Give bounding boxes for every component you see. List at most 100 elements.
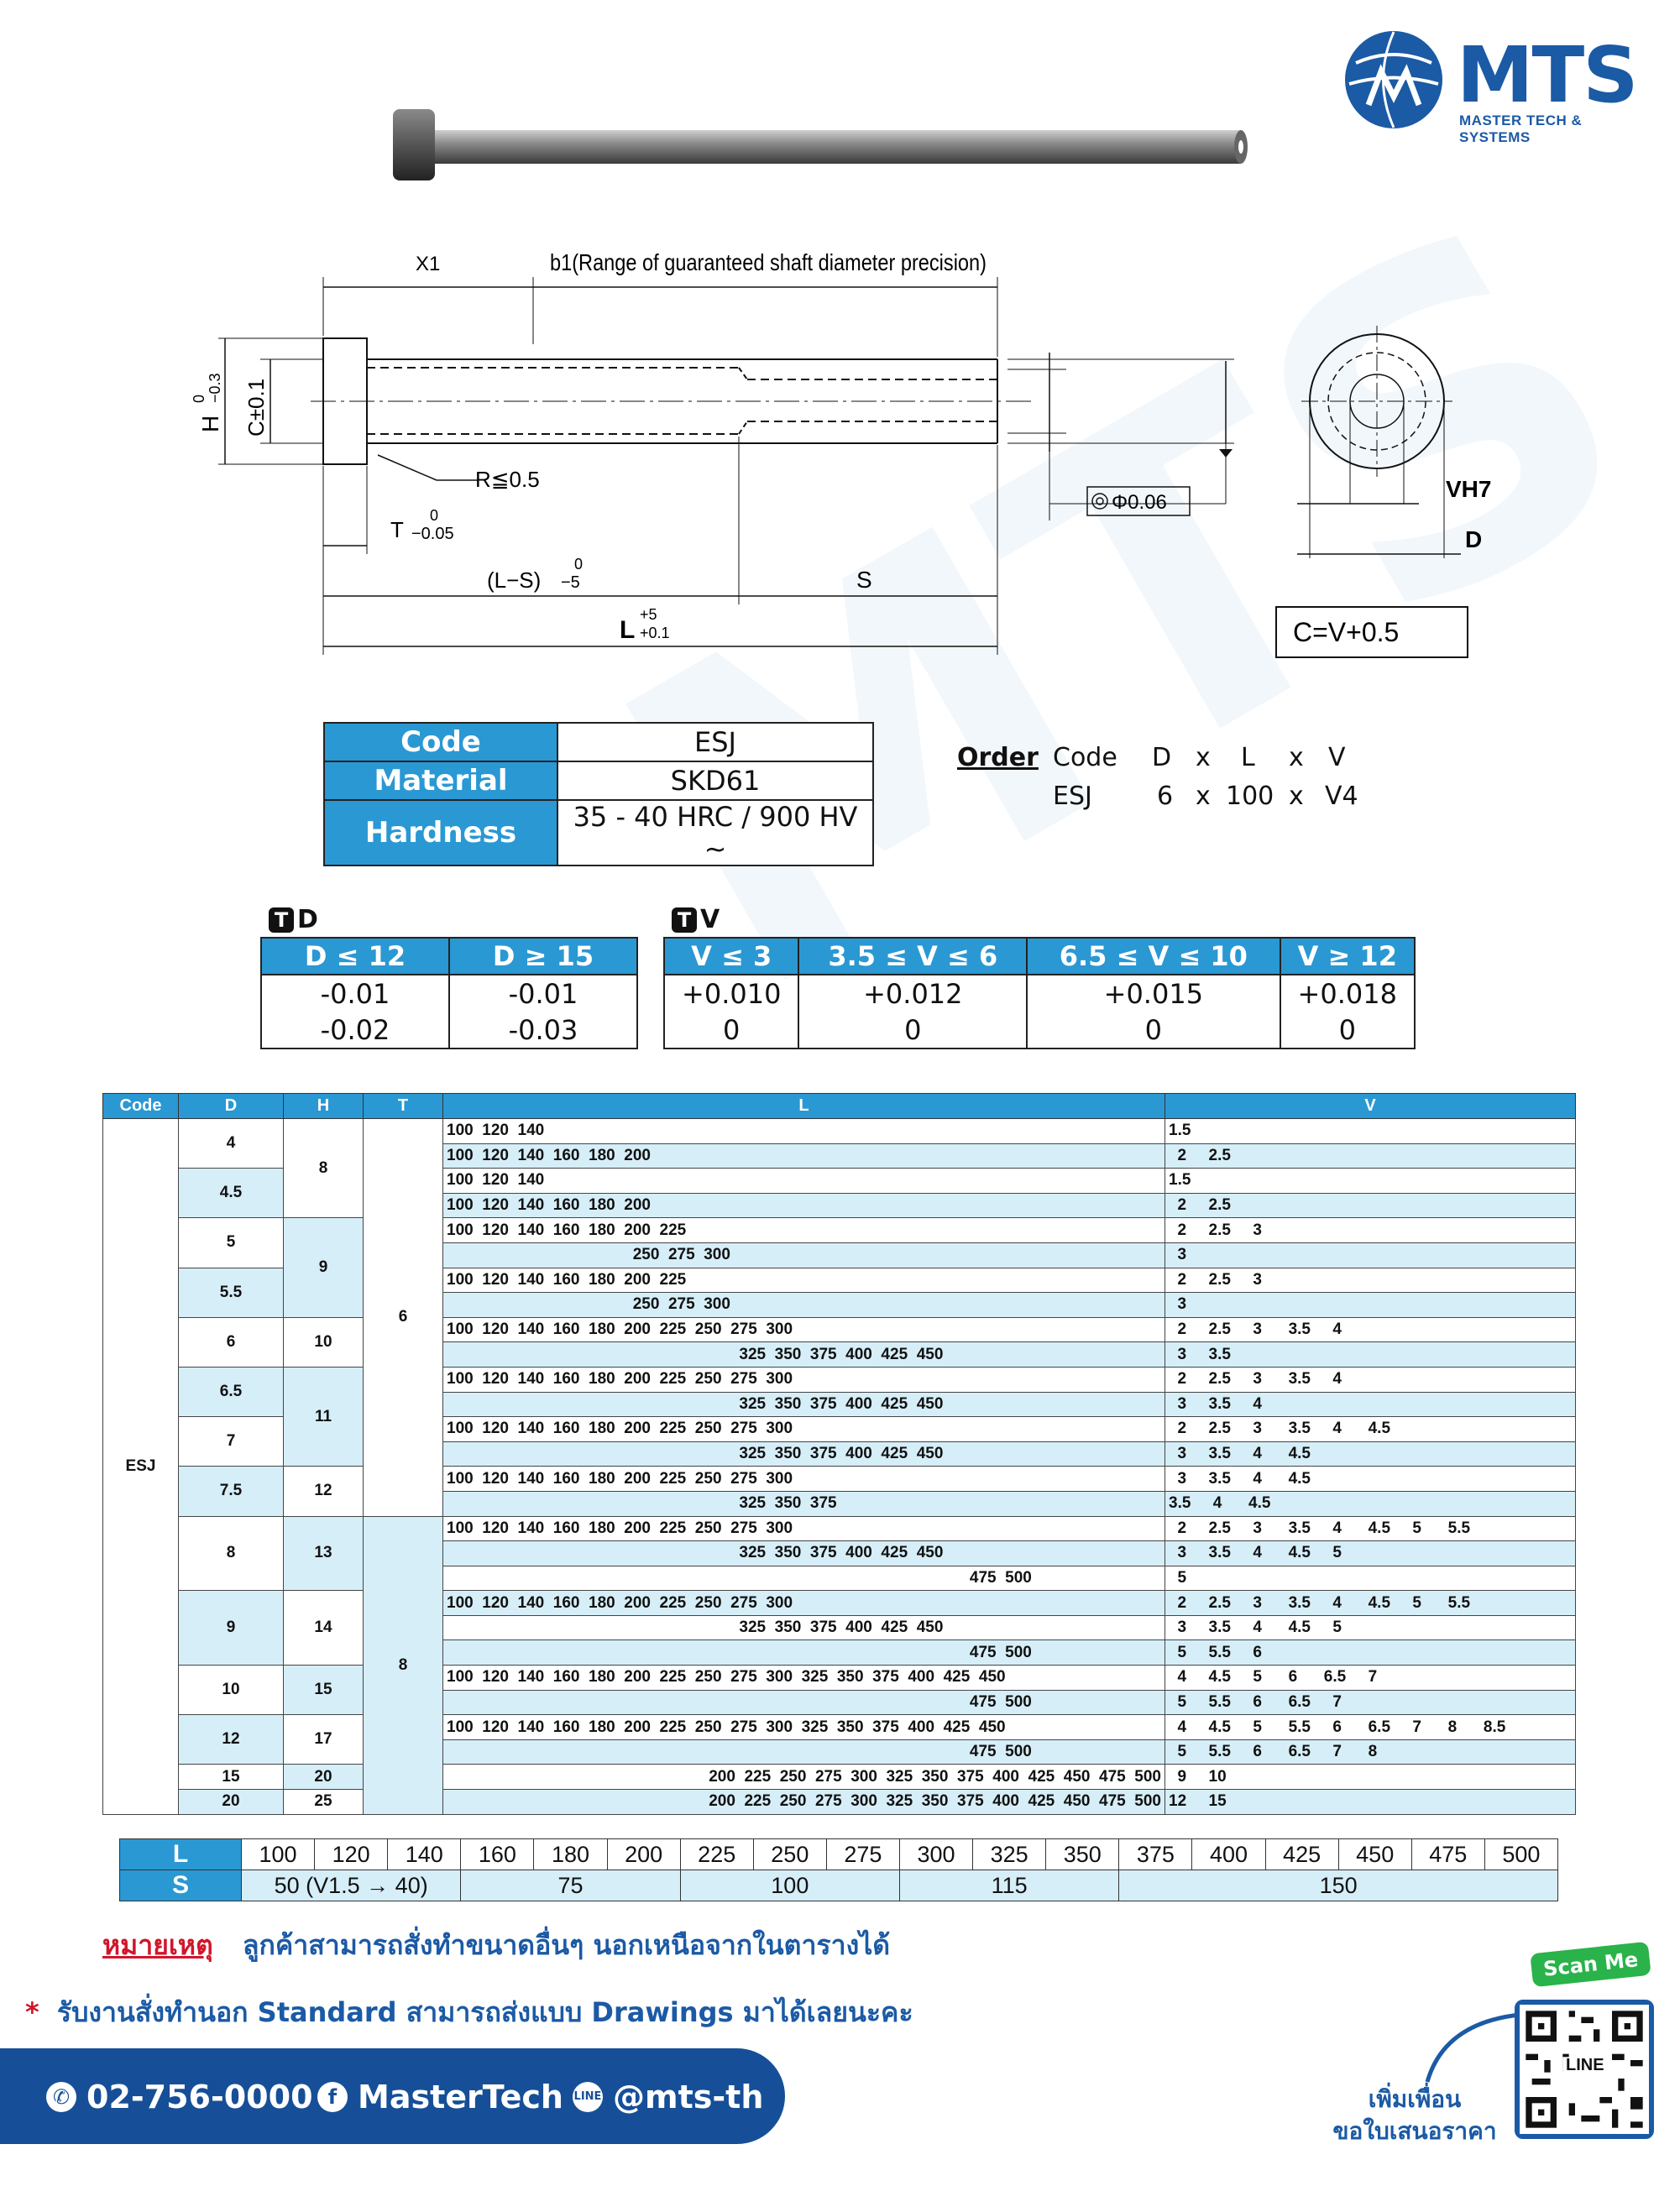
col-header-d: D <box>178 1093 284 1119</box>
line-icon: LINE <box>573 2082 603 2112</box>
tol-v-header: 6.5 ≤ V ≤ 10 <box>1026 937 1281 975</box>
l-cell: 325 350 375 <box>442 1490 1165 1517</box>
d-cell: 4.5 <box>178 1168 284 1219</box>
l-cell: 100 120 140 160 180 200 225 250 275 300 <box>442 1466 1165 1492</box>
d-cell: 10 <box>178 1665 284 1716</box>
order-h-x2: x <box>1289 743 1304 772</box>
h-cell: 15 <box>283 1665 364 1716</box>
scan-me-badge: Scan Me <box>1530 1941 1652 1988</box>
s-value: 100 <box>679 1870 900 1901</box>
v-cell: 3 <box>1164 1242 1576 1268</box>
d-cell: 6 <box>178 1316 284 1368</box>
l-label: L <box>620 616 635 644</box>
b1-label: b1(Range of guaranteed shaft diameter pr… <box>550 249 987 275</box>
logo-name: MTS <box>1457 30 1639 120</box>
order-h-l: L <box>1241 743 1255 772</box>
facebook-contact[interactable]: f MasterTech <box>317 2079 563 2115</box>
note-text: ลูกค้าสามารถสั่งทำขนาดอื่นๆ นอกเหนือจากใ… <box>242 1929 891 1961</box>
tol-v-cell: +0.012 <box>798 975 1028 1012</box>
l-value: 475 <box>1410 1838 1485 1870</box>
line-qr-code[interactable]: LINE <box>1515 2000 1654 2139</box>
col-header-code: Code <box>102 1093 179 1119</box>
order-label: Order <box>957 743 1039 772</box>
add-friend-line2: ขอใบเสนอราคา <box>1332 2117 1497 2145</box>
tol-d-header: D ≥ 15 <box>448 937 638 975</box>
l-cell: 325 350 375 400 425 450 <box>442 1540 1165 1566</box>
d-cell: 9 <box>178 1590 284 1666</box>
l-value: 225 <box>679 1838 754 1870</box>
tol-v-cell: +0.015 <box>1026 975 1281 1012</box>
t-tol-lower: −0.05 <box>411 525 454 543</box>
tol-d-cell: -0.02 <box>260 1012 450 1049</box>
tol-v-table: V ≤ 3 3.5 ≤ V ≤ 6 6.5 ≤ V ≤ 10 V ≥ 12 +0… <box>662 937 1416 1049</box>
order-h-d: D <box>1152 743 1172 772</box>
line-contact[interactable]: LINE @mts-th <box>573 2079 763 2115</box>
l-value: 200 <box>606 1838 681 1870</box>
v-cell: 2 2.5 <box>1164 1143 1576 1169</box>
v-cell: 2 2.5 3 <box>1164 1267 1576 1294</box>
ejector-pin-image <box>393 109 1248 180</box>
l-header: L <box>119 1838 242 1870</box>
h-label: H <box>197 416 223 432</box>
tol-v-cell: 0 <box>1279 1012 1416 1049</box>
length-stroke-table: L 100 120 140 160 180 200 225 250 275 30… <box>119 1838 1559 1901</box>
l-value: 425 <box>1264 1838 1339 1870</box>
v-cell: 2 2.5 3 3.5 4 4.5 5 5.5 <box>1164 1515 1576 1542</box>
order-e-x2: x <box>1289 782 1304 811</box>
c-label: C±0.1 <box>243 379 269 437</box>
t-cell: 6 <box>363 1118 443 1517</box>
l-cell: 475 500 <box>442 1640 1165 1666</box>
d-label: D <box>1465 526 1482 552</box>
v-cell: 3.5 4 4.5 <box>1164 1490 1576 1517</box>
line-label: LINE <box>1566 2056 1604 2074</box>
spec-value: SKD61 <box>557 761 874 801</box>
v-cell: 1.5 <box>1164 1118 1576 1144</box>
d-cell: 7.5 <box>178 1466 284 1517</box>
l-cell: 250 275 300 <box>442 1242 1165 1268</box>
l-value: 160 <box>460 1838 535 1870</box>
l-value: 450 <box>1337 1838 1412 1870</box>
s-value: 50 (V1.5 → 40) <box>240 1870 462 1901</box>
l-cell: 100 120 140 160 180 200 225 250 275 300 … <box>442 1665 1165 1691</box>
v-cell: 3 3.5 <box>1164 1341 1576 1368</box>
l-cell: 325 350 375 400 425 450 <box>442 1441 1165 1467</box>
spec-key: Hardness <box>323 799 558 866</box>
h-cell: 13 <box>283 1515 364 1592</box>
l-value: 275 <box>825 1838 900 1870</box>
v-cell: 4 4.5 5 5.5 6 6.5 7 8 8.5 <box>1164 1714 1576 1740</box>
phone-contact[interactable]: ✆ 02-756-0000 <box>46 2079 313 2115</box>
h-tol-upper: 0 <box>191 395 207 403</box>
technical-drawing: X1 b1(Range of guaranteed shaft diameter… <box>191 249 1491 658</box>
ls-tol-lower: −5 <box>561 573 580 592</box>
l-cell: 200 225 250 275 300 325 350 375 400 425 … <box>442 1789 1165 1815</box>
l-value: 350 <box>1045 1838 1120 1870</box>
note: หมายเหตุ ลูกค้าสามารถสั่งทำขนาดอื่นๆ นอก… <box>102 1924 890 1967</box>
col-header-v: V <box>1164 1093 1576 1119</box>
spec-key: Code <box>323 722 558 762</box>
l-cell: 250 275 300 <box>442 1292 1165 1318</box>
s-value: 75 <box>460 1870 681 1901</box>
tolerance-icon: T <box>672 907 697 933</box>
l-cell: 475 500 <box>442 1739 1165 1765</box>
v-cell: 5 5.5 6 <box>1164 1640 1576 1666</box>
tol-v-title-text: V <box>700 905 720 934</box>
v-cell: 3 3.5 4 4.5 5 <box>1164 1540 1576 1566</box>
l-value: 500 <box>1484 1838 1559 1870</box>
t-cell: 8 <box>363 1515 443 1815</box>
s-header: S <box>119 1870 242 1901</box>
v-cell: 2 2.5 3 3.5 4 4.5 5 5.5 <box>1164 1590 1576 1616</box>
dimension-table: Code D H T L V ESJ 4 8 6 100 120 140 1.5… <box>102 1093 1576 1815</box>
h-cell: 11 <box>283 1366 364 1467</box>
l-tol-lower: +0.1 <box>640 625 670 641</box>
v-cell: 5 <box>1164 1565 1576 1592</box>
h-cell: 14 <box>283 1590 364 1666</box>
note-custom: * รับงานสั่งทำนอก Standard สามารถส่งแบบ … <box>25 1991 913 2034</box>
s-value: 115 <box>898 1870 1120 1901</box>
order-e-v: V4 <box>1325 782 1358 811</box>
s-label: S <box>856 567 872 593</box>
l-value: 300 <box>898 1838 974 1870</box>
concentricity-label: Φ0.06 <box>1112 491 1167 514</box>
l-tol-upper: +5 <box>640 606 657 623</box>
spec-value: ESJ <box>557 722 874 762</box>
